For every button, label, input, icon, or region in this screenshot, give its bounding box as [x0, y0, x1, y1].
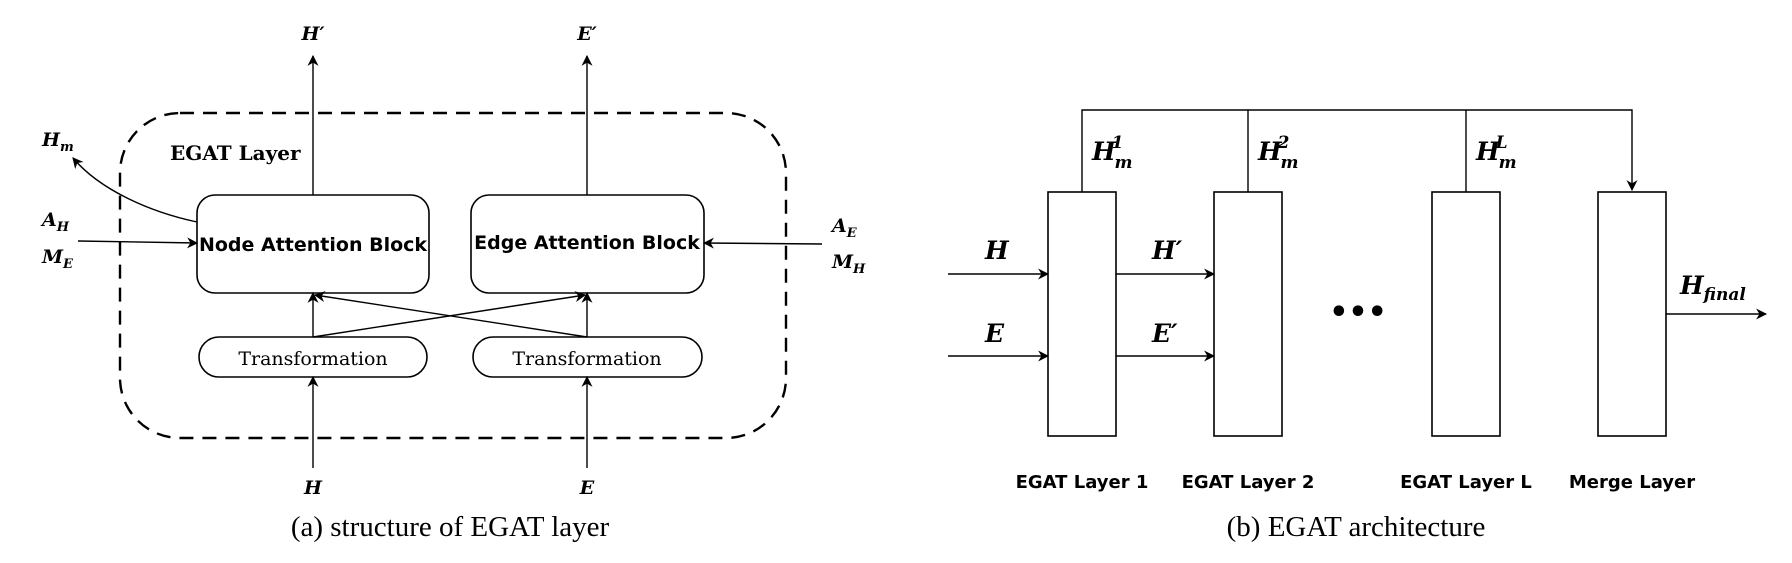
- label-mh: MH: [831, 251, 866, 277]
- layer-label-l: EGAT Layer L: [1400, 472, 1532, 493]
- label-in-e: E: [579, 477, 595, 499]
- label-out-h: H′: [301, 23, 325, 45]
- egat-layer-l-box: [1431, 191, 1501, 437]
- transformation-right-label: Transformation: [512, 348, 661, 370]
- label-out-e: E′: [576, 23, 597, 45]
- egat-layer-label: EGAT Layer: [170, 141, 301, 165]
- label-mid-e: E′: [1151, 319, 1178, 348]
- layer-label-1: EGAT Layer 1: [1016, 472, 1149, 493]
- arrow-in-ae-mh: [702, 237, 823, 249]
- label-me: ME: [41, 246, 74, 272]
- label-mid-h: H′: [1151, 236, 1183, 265]
- merge-layer-box: [1597, 191, 1667, 437]
- label-ah: AH: [40, 209, 70, 235]
- caption-b: (b) EGAT architecture: [1227, 511, 1486, 543]
- ellipsis: •••: [1329, 295, 1387, 330]
- label-in-e-b: E: [984, 319, 1005, 348]
- egat-layer-container: [118, 111, 788, 440]
- transformation-left-label: Transformation: [238, 348, 387, 370]
- layer-label-2: EGAT Layer 2: [1182, 472, 1315, 493]
- label-h-final: Hfinal: [1679, 271, 1746, 305]
- node-attention-block-label: Node Attention Block: [199, 234, 427, 256]
- label-in-h: H: [303, 477, 323, 499]
- panel-a: EGAT Layer Node Attention Block Edge Att…: [40, 23, 866, 543]
- label-hm: Hm: [41, 129, 74, 155]
- label-ae: AE: [830, 215, 858, 241]
- arrow-out-hm: [72, 157, 198, 223]
- label-in-h-b: H: [984, 236, 1010, 265]
- layer-label-merge: Merge Layer: [1569, 472, 1695, 493]
- arrow-in-ah-me: [77, 237, 199, 249]
- caption-a: (a) structure of EGAT layer: [291, 511, 610, 543]
- egat-layer-2-box: [1213, 191, 1283, 437]
- arrow-trans-right-to-node: [313, 291, 588, 338]
- skip-connection-bus: [1081, 109, 1638, 192]
- edge-attention-block-label: Edge Attention Block: [474, 232, 700, 254]
- egat-layer-1-box: [1047, 191, 1117, 437]
